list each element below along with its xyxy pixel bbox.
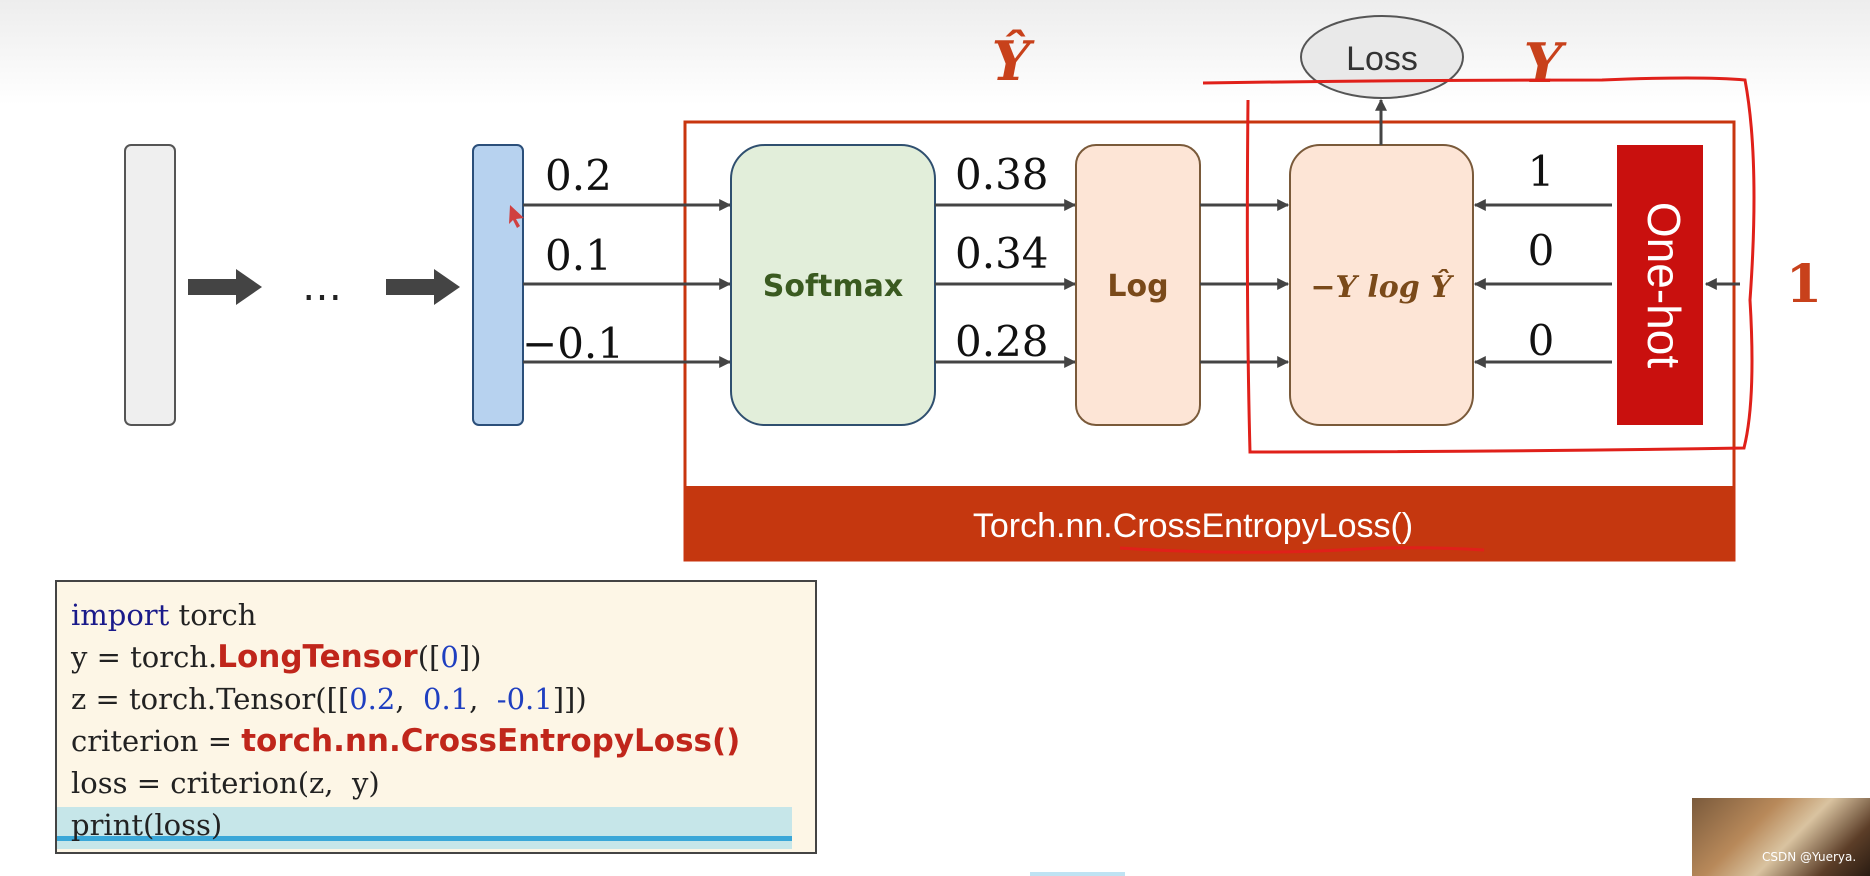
code-highlight-line	[57, 836, 792, 841]
code-keyword: import	[71, 598, 170, 632]
flow-arrow-2	[386, 269, 460, 305]
code-text: ,	[469, 682, 497, 716]
watermark-text: CSDN @Yuerya.	[1762, 850, 1857, 864]
code-line-4: criterion = torch.nn.CrossEntropyLoss()	[71, 720, 801, 762]
code-highlight: LongTensor	[217, 639, 418, 675]
code-line-6: print(loss)	[71, 804, 801, 846]
onehot-value-3: 0	[1528, 316, 1555, 365]
code-text: criterion =	[71, 724, 242, 758]
flow-arrow-1	[188, 269, 262, 305]
input-value-1: 0.2	[545, 151, 612, 200]
target-label: 1	[1786, 254, 1822, 315]
onehot-box	[1617, 145, 1703, 425]
code-line-5: loss = criterion(z, y)	[71, 762, 801, 804]
code-text: y = torch.	[71, 640, 218, 674]
loss-ellipse	[1300, 15, 1464, 99]
module-label-underline	[1119, 546, 1485, 554]
loss-label: Loss	[1346, 40, 1418, 78]
code-text: loss = criterion(z, y)	[71, 766, 380, 800]
code-number: 0.2	[349, 682, 396, 716]
output-layer-bar	[472, 144, 524, 426]
code-text: print(loss)	[71, 808, 223, 842]
code-line-2: y = torch.LongTensor([0])	[71, 636, 801, 678]
cursor-icon	[509, 205, 524, 228]
code-snippet: import torch y = torch.LongTensor([0]) z…	[55, 580, 817, 854]
code-text: ([	[417, 640, 441, 674]
log-label: Log	[1107, 269, 1168, 304]
onehot-label: One-hot	[1638, 202, 1690, 368]
code-text: ])	[458, 640, 482, 674]
softmax-label: Softmax	[763, 269, 903, 304]
crossentropy-module-label: Torch.nn.CrossEntropyLoss()	[973, 507, 1413, 545]
onehot-value-2: 0	[1528, 226, 1555, 275]
code-line-1: import torch	[71, 594, 801, 636]
code-number: -0.1	[496, 682, 553, 716]
webcam-thumbnail	[1692, 798, 1870, 876]
softmax-value-1: 0.38	[955, 150, 1049, 199]
code-number: 0.1	[423, 682, 470, 716]
input-value-2: 0.1	[545, 231, 612, 280]
input-value-3: −0.1	[522, 319, 624, 368]
softmax-value-2: 0.34	[955, 229, 1049, 278]
code-number: 0	[440, 640, 459, 674]
neg-y-log-yhat-label: −Y log Ŷ	[1310, 269, 1454, 305]
y-label: Y	[1524, 31, 1567, 95]
code-text: torch	[169, 598, 257, 632]
input-layer-bar	[124, 144, 176, 426]
onehot-value-1: 1	[1528, 147, 1555, 196]
code-text: z = torch.Tensor([[	[71, 682, 350, 716]
crossentropy-module-banner	[685, 486, 1734, 560]
ellipsis-text: …	[302, 264, 342, 310]
code-text: ,	[395, 682, 423, 716]
code-text: ]])	[552, 682, 587, 716]
code-highlight-marker	[57, 807, 792, 849]
code-line-3: z = torch.Tensor([[0.2, 0.1, -0.1]])	[71, 678, 801, 720]
hand-drawn-annotation-frame	[1202, 76, 1756, 454]
y-hat-label: Ŷ	[992, 29, 1035, 93]
code-highlight: torch.nn.CrossEntropyLoss()	[241, 723, 741, 759]
progress-indicator	[1030, 872, 1125, 876]
softmax-value-3: 0.28	[955, 317, 1049, 366]
